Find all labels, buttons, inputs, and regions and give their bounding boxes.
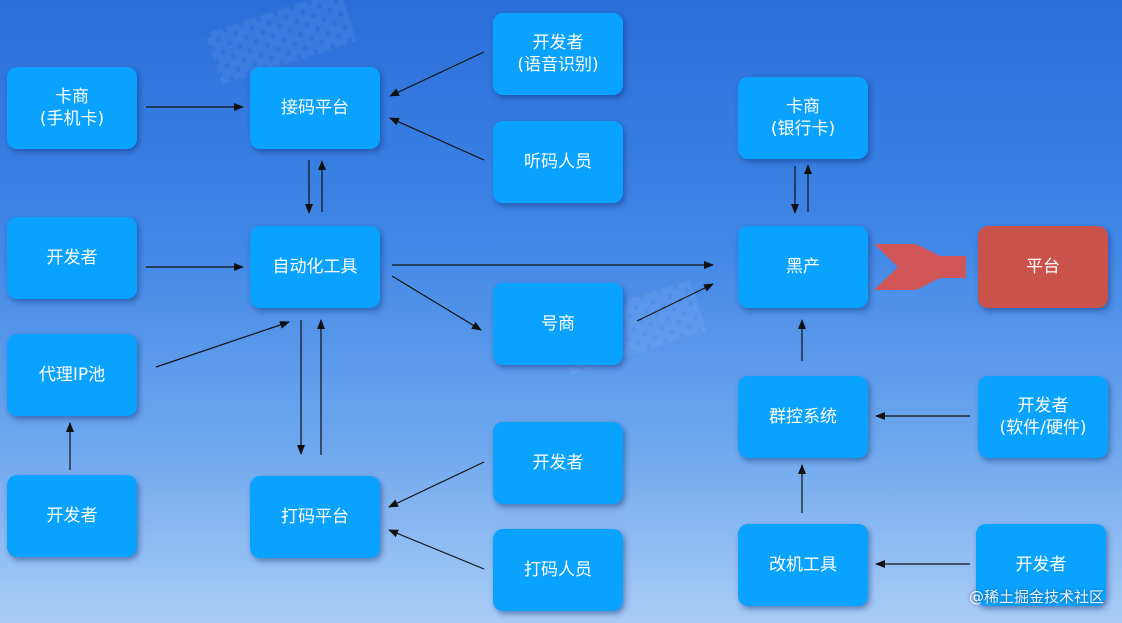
node-card-dealer-bank[interactable]: 卡商 (银行卡) — [738, 77, 868, 159]
node-sublabel: (软件/硬件) — [999, 418, 1087, 438]
node-label: 自动化工具 — [272, 257, 358, 277]
node-label: 改机工具 — [769, 555, 837, 575]
node-developer-automation[interactable]: 开发者 — [7, 217, 137, 299]
source-credit: @稀土掘金技术社区 — [968, 588, 1104, 606]
node-captcha-platform[interactable]: 打码平台 — [250, 476, 380, 558]
arrow-captcha-dev-to-captcha-platform — [388, 461, 485, 508]
node-label: 卡商 — [786, 97, 820, 117]
node-code-platform[interactable]: 接码平台 — [250, 67, 380, 149]
node-label: 接码平台 — [281, 98, 349, 118]
node-device-mod-tool[interactable]: 改机工具 — [738, 524, 868, 606]
node-label: 听码人员 — [524, 152, 592, 172]
arrow-voice-dev-to-code-platform — [389, 51, 485, 97]
node-captcha-worker[interactable]: 打码人员 — [493, 529, 623, 611]
node-automation-tool[interactable]: 自动化工具 — [250, 226, 380, 308]
node-sublabel: (银行卡) — [770, 119, 836, 139]
arrow-listener-to-code-platform — [389, 117, 485, 161]
node-black-market[interactable]: 黑产 — [738, 226, 868, 308]
node-label: 打码人员 — [524, 560, 592, 580]
node-developer-mod[interactable]: 开发者 — [976, 524, 1106, 606]
node-developer-captcha[interactable]: 开发者 — [493, 422, 623, 504]
node-platform[interactable]: 平台 — [978, 226, 1108, 308]
node-label: 黑产 — [786, 257, 820, 277]
arrow-automation-to-account-dealer — [391, 275, 482, 331]
arrow-proxy-to-automation — [155, 321, 290, 368]
node-account-dealer[interactable]: 号商 — [493, 283, 623, 365]
node-label: 号商 — [541, 314, 575, 334]
node-proxy-pool[interactable]: 代理IP池 — [7, 334, 137, 416]
node-listener[interactable]: 听码人员 — [493, 121, 623, 203]
node-label: 代理IP池 — [38, 365, 106, 385]
node-label: 平台 — [1026, 257, 1060, 277]
node-developer-proxy[interactable]: 开发者 — [7, 475, 137, 557]
big-arrow-black-market-to-platform — [874, 244, 966, 290]
node-label: 开发者 — [1015, 555, 1067, 575]
node-label: 开发者 — [1017, 396, 1069, 416]
arrow-captcha-worker-to-captcha-platform — [388, 529, 485, 570]
node-developer-voice[interactable]: 开发者 (语音识别) — [493, 13, 623, 95]
arrow-account-dealer-to-black-market — [636, 283, 714, 322]
node-label: 打码平台 — [281, 507, 349, 527]
node-label: 群控系统 — [769, 407, 837, 427]
node-sublabel: (语音识别) — [517, 55, 599, 75]
node-group-control[interactable]: 群控系统 — [738, 376, 868, 458]
node-label: 卡商 — [55, 87, 89, 107]
node-card-dealer-sim[interactable]: 卡商 (手机卡) — [7, 67, 137, 149]
node-label: 开发者 — [532, 33, 584, 53]
node-developer-hw[interactable]: 开发者 (软件/硬件) — [978, 376, 1108, 458]
node-label: 开发者 — [46, 248, 98, 268]
node-label: 开发者 — [46, 506, 98, 526]
node-sublabel: (手机卡) — [39, 109, 105, 129]
node-label: 开发者 — [532, 453, 584, 473]
